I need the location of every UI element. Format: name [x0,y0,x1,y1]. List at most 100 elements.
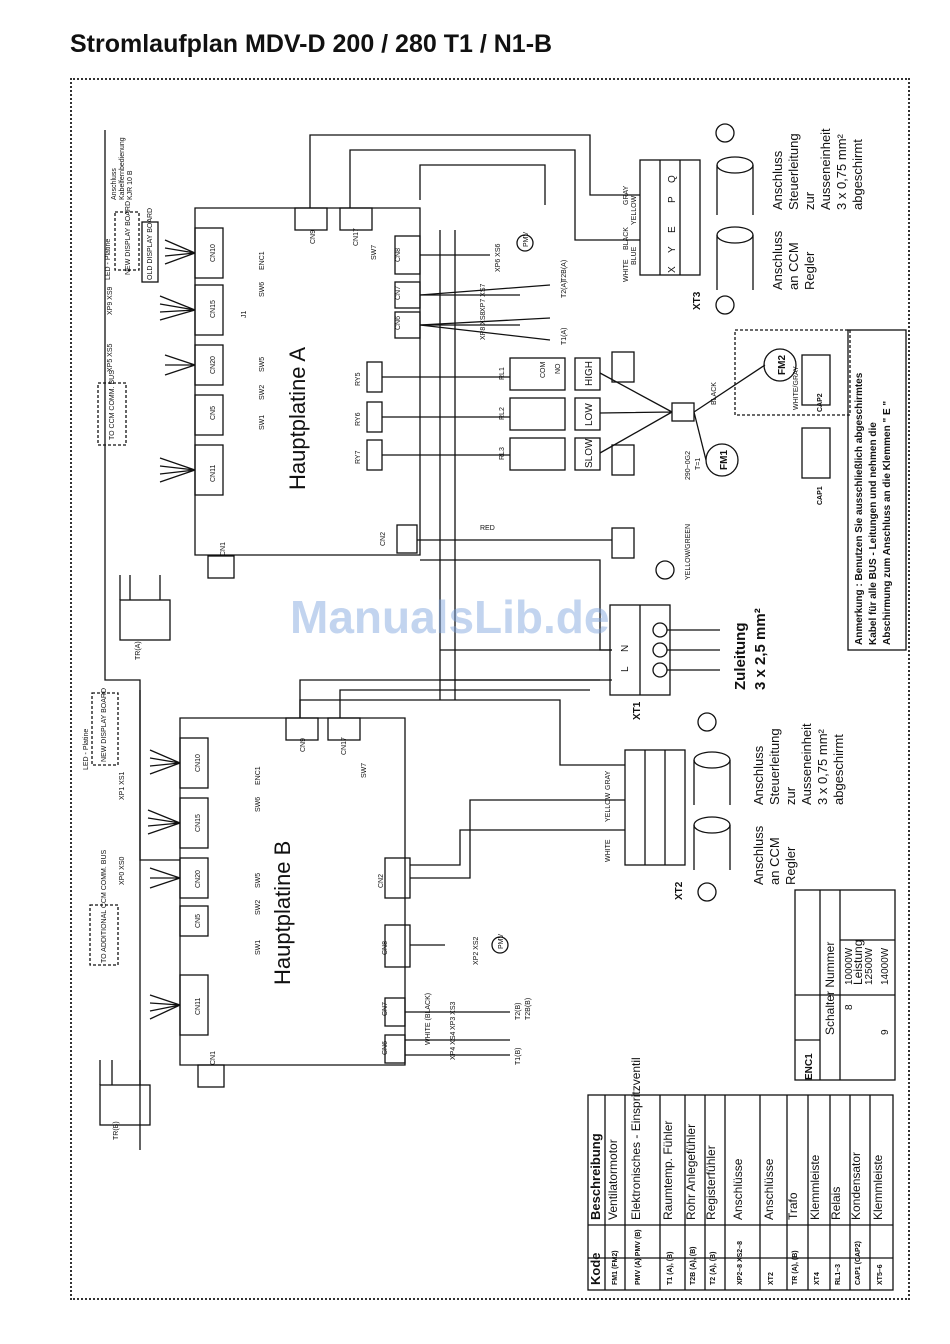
connector-xp7: XP7 XS7 [480,283,487,312]
control-b-line-4: Ausseneinheit [799,723,814,805]
remote-model: KJR 10 B [127,170,134,200]
control-b-line-2: Steuerleitung [767,728,782,805]
control-a-line-6: abgeschirmt [850,139,865,210]
board-b-name: Hauptplatine B [270,841,295,985]
control-b-line-5: 3 x 0,75 mm² [815,728,830,805]
legend-description: Anschlüsse [731,1158,745,1220]
control-b-line-3: zur [783,786,798,805]
legend-description: Registerfühler [704,1145,718,1220]
wire-black-fm: BLACK [711,382,718,405]
relay-rl3: RL3 [499,447,506,460]
transformer-b: TR(B) [113,1121,120,1140]
legend-code: RL1–3 [835,1264,842,1285]
relay-rl2: RL2 [499,407,506,420]
wire-yellow-a: YELLOW [631,195,638,225]
wire-gray-a: GRAY [623,185,630,205]
connector-xp1: XP1 XS1 [119,771,126,800]
wire-gray-b: GRAY [605,770,612,790]
switch-a-j1: J1 [241,311,248,319]
connector-b-cn10: CN10 [195,754,202,772]
ccm-a-line-1: Anschluss [770,230,785,290]
legend-code: XP2–8 XS2–8 [737,1241,744,1285]
control-b-line-6: abgeschirmt [831,734,846,805]
enc-row-1-leistung: 10000W [844,947,855,985]
switch-b-sw2: SW2 [255,900,262,915]
terminal-e-top: E [667,226,678,233]
connector-a-cn7: CN7 [395,286,402,300]
connector-xp9: XP9 XS9 [107,286,114,315]
page-title: Stromlaufplan MDV-D 200 / 280 T1 / N1-B [70,30,553,58]
connector-a-cn20: CN20 [210,356,217,374]
legend-header-kode: Kode [588,1253,603,1286]
enc-row-1-schalter: 8 [844,1004,855,1010]
sensor-t2bb: T2B(B) [525,998,532,1020]
legend-code: PMV (A) PMV (B) [635,1229,642,1285]
control-a-line-2: Steuerleitung [786,133,801,210]
pmv-b: PMV [498,934,505,950]
connector-b-cn6: CN6 [382,1041,389,1055]
connector-b-cn8: CN8 [382,941,389,955]
connector-a-cn8: CN8 [395,248,402,262]
capacitor-cap2: CAP2 [817,393,824,412]
enc-row-3-leistung: 14000W [880,947,891,985]
legend-description: Klemmleiste [871,1154,885,1220]
enc-row-3-schalter: 9 [880,1029,891,1035]
switch-a-sw7: SW7 [371,245,378,260]
switch-a-sw6: SW6 [259,282,266,297]
legend-description: Trafo [786,1192,800,1220]
legend-description: Elektronisches - Einspritzventil [629,1057,643,1220]
connector-b-cn7: CN7 [382,1002,389,1016]
diagram-frame [70,78,910,1300]
sensor-t2a: T2(A) [561,281,568,299]
wire-white-gray: WHITE/GRAY [793,366,800,410]
legend-code: T2 (A), (B) [710,1252,717,1285]
sensor-t2b: T2(B) [515,1003,522,1021]
ccm-a-line-3: Regler [802,251,817,290]
fan-fm1: FM1 [719,450,730,470]
connector-b-cn15: CN15 [195,814,202,832]
legend-code: TR (A), (B) [792,1250,799,1285]
led-board-b: LED - Platine [83,729,90,770]
legend-code: T2B (A), (B) [690,1247,697,1286]
connector-a-cn2: CN2 [380,532,387,546]
connector-xp3: XP3 XS3 [450,1001,457,1030]
relay-ry6: RY6 [355,412,362,426]
watermark: ManualsLib.de [290,591,610,643]
wire-white-black: WHITE (BLACK) [425,993,432,1045]
speed-slow: SLOW [584,438,595,468]
legend-description: Ventilatormotor [606,1139,620,1220]
thermal-switch-code: 290~0G2 [685,451,692,480]
switch-b-enc1: ENC1 [255,766,262,785]
legend-code: T1 (A), (B) [667,1252,674,1285]
enc-header-leistung: Leistung [851,940,865,985]
legend-code: CAP1 (CAP2) [855,1241,862,1285]
control-a-line-1: Anschluss [770,150,785,210]
board-a-name: Hauptplatine A [285,347,310,490]
wire-white-b: WHITE [605,839,612,862]
connector-a-cn11: CN11 [210,465,217,482]
ccm-b-line-2: an CCM [767,837,782,885]
sensor-t1a: T1(A) [561,328,568,346]
connector-a-cn17: CN17 [353,228,360,246]
relay-rl1: RL1 [499,367,506,380]
sensor-t2ba: T2B(A) [561,260,568,282]
control-b-line-1: Anschluss [751,745,766,805]
connector-b-cn11: CN11 [195,998,202,1015]
switch-a-sw2: SW2 [259,385,266,400]
legend-header-beschreibung: Beschreibung [588,1133,603,1220]
terminal-q: Q [667,175,678,183]
legend-description: Kondensator [849,1152,863,1220]
ccm-a-line-2: an CCM [786,242,801,290]
terminal-xt2: XT2 [674,881,685,900]
switch-a-enc1: ENC1 [259,251,266,270]
terminal-l: L [620,666,631,672]
transformer-a: TR(A) [135,641,142,660]
connector-b-cn9: CN9 [300,738,307,752]
connector-xp5: XP5 XS5 [107,343,114,372]
relay-ry5: RY5 [355,372,362,386]
connector-xp8: XP8 XS8 [480,311,487,340]
connector-b-cn17: CN17 [341,737,348,755]
mains-title: Zuleitung [732,623,749,691]
legend-description: Raumtemp. Fühler [661,1121,675,1220]
